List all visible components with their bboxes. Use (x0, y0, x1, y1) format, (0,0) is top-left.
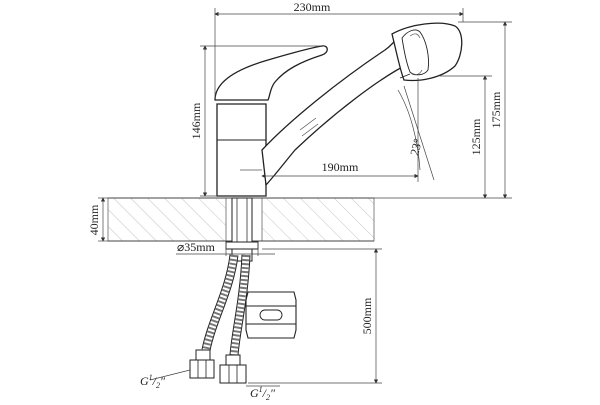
angle-label: 23° (407, 137, 425, 157)
right-fitting-label: G1/2″ (250, 385, 276, 400)
left-fitting-label: G1/2″ (140, 373, 166, 390)
reach-label: 190mm (322, 160, 359, 174)
counter-thickness-label: 40mm (87, 204, 101, 235)
hose-length-label: 500mm (360, 297, 374, 334)
hole-diameter-label: ⌀35mm (177, 240, 216, 254)
width-label: 230mm (294, 0, 331, 14)
spout-height-label: 125mm (469, 118, 483, 155)
dimension-lines (98, 8, 512, 387)
mounting-stud (225, 197, 259, 262)
mounting-nut (245, 291, 297, 339)
total-height-label: 175mm (489, 91, 503, 128)
body-height-label: 146mm (189, 102, 203, 139)
faucet-body (214, 22, 463, 197)
braided-hoses (201, 254, 251, 356)
hose-fittings (189, 349, 247, 384)
